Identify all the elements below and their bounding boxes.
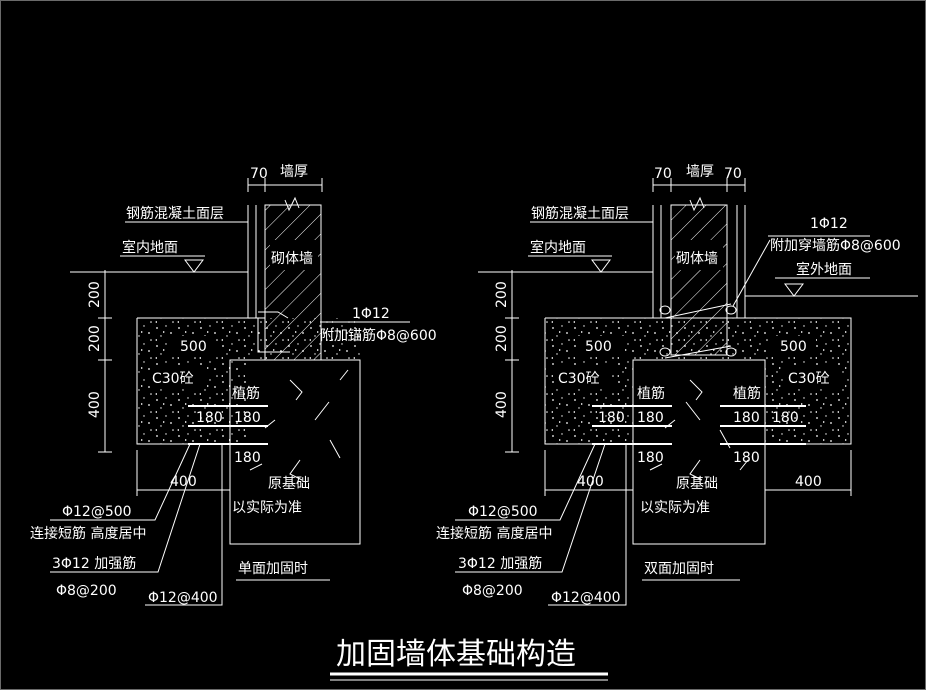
note-phi8-200-r: Φ8@200 <box>462 583 523 599</box>
note-phi8-200: Φ8@200 <box>56 583 117 599</box>
dim-180b: 180 <box>234 410 261 426</box>
note-short-bars-r: 连接短筋 高度居中 <box>436 525 552 542</box>
dim-180c: 180 <box>234 450 261 466</box>
dim-400-bottom-r2: 400 <box>795 474 822 490</box>
dim-wall-thickness: 墙厚 <box>280 164 308 180</box>
masonry-label: 砌体墙 <box>271 251 313 267</box>
rebar-1phi12-label-r: 1Φ12 <box>810 216 848 232</box>
right-detail: 70 墙厚 70 砌体墙 室内地面 钢筋混凝土面层 室外地面 200 200 4… <box>436 164 918 606</box>
plant-rebar-label: 植筋 <box>232 385 260 402</box>
original-foundation-label: 原基础 <box>268 475 310 492</box>
note-phi12-400-r: Φ12@400 <box>551 590 621 606</box>
original-foundation-label-r: 原基础 <box>676 475 718 492</box>
c30-label: C30砼 <box>152 371 194 387</box>
dim-180b-r: 180 <box>637 410 664 426</box>
c30-label-b: C30砼 <box>788 371 830 387</box>
dim-180a: 180 <box>196 410 223 426</box>
surface-layer-label-r: 钢筋混凝土面层 <box>531 205 629 222</box>
caption-single-side: 单面加固时 <box>238 561 308 577</box>
dim-70a: 70 <box>654 166 672 182</box>
plant-rebar-label-2: 植筋 <box>733 385 761 402</box>
dim-500b-r: 500 <box>780 339 807 355</box>
anchor-rebar-label: 附加锚筋Φ8@600 <box>320 327 437 344</box>
dim-500: 500 <box>180 339 207 355</box>
note-phi12-500: Φ12@500 <box>62 504 132 520</box>
actual-label: 以实际为准 <box>232 500 302 516</box>
dim-180a-r: 180 <box>598 410 625 426</box>
dim-400-r: 400 <box>494 391 510 418</box>
dim-wall-thickness-r: 墙厚 <box>686 164 714 180</box>
outdoor-floor-label: 室外地面 <box>796 261 852 278</box>
dim-400-bottom: 400 <box>170 474 197 490</box>
actual-label-r: 以实际为准 <box>640 500 710 516</box>
rebar-1phi12-label: 1Φ12 <box>352 306 390 322</box>
caption-double-side: 双面加固时 <box>644 561 714 577</box>
left-detail: 70 墙厚 砌体墙 室内地面 钢筋混凝土面层 200 200 400 500 <box>30 164 437 606</box>
dim-70b: 70 <box>724 166 742 182</box>
dim-180d-r: 180 <box>772 410 799 426</box>
dim-180e-r: 180 <box>637 450 664 466</box>
dim-180f-r: 180 <box>733 450 760 466</box>
break-mark <box>284 196 300 212</box>
dim-400: 400 <box>87 391 103 418</box>
dim-200a-r: 200 <box>494 281 510 308</box>
indoor-floor-label: 室内地面 <box>122 239 178 256</box>
dim-200b-r: 200 <box>494 325 510 352</box>
drawing-title: 加固墙体基础构造 <box>336 637 576 672</box>
dim-500a-r: 500 <box>585 339 612 355</box>
note-phi12-500-r: Φ12@500 <box>468 504 538 520</box>
note-3phi12: 3Φ12 加强筋 <box>52 555 136 572</box>
dim-200b: 200 <box>87 325 103 352</box>
surface-layer-label: 钢筋混凝土面层 <box>126 205 224 222</box>
plant-rebar-label-1: 植筋 <box>637 385 665 402</box>
note-phi12-400: Φ12@400 <box>148 590 218 606</box>
note-3phi12-r: 3Φ12 加强筋 <box>458 555 542 572</box>
dim-180c-r: 180 <box>733 410 760 426</box>
masonry-label-r: 砌体墙 <box>676 251 718 267</box>
indoor-floor-label-r: 室内地面 <box>530 239 586 256</box>
dim-400-bottom-r: 400 <box>577 474 604 490</box>
c30-label-a: C30砼 <box>558 371 600 387</box>
dim-200a: 200 <box>87 281 103 308</box>
through-wall-rebar-label: 附加穿墙筋Φ8@600 <box>770 237 901 254</box>
note-short-bars: 连接短筋 高度居中 <box>30 525 146 542</box>
dim-70: 70 <box>250 166 268 182</box>
